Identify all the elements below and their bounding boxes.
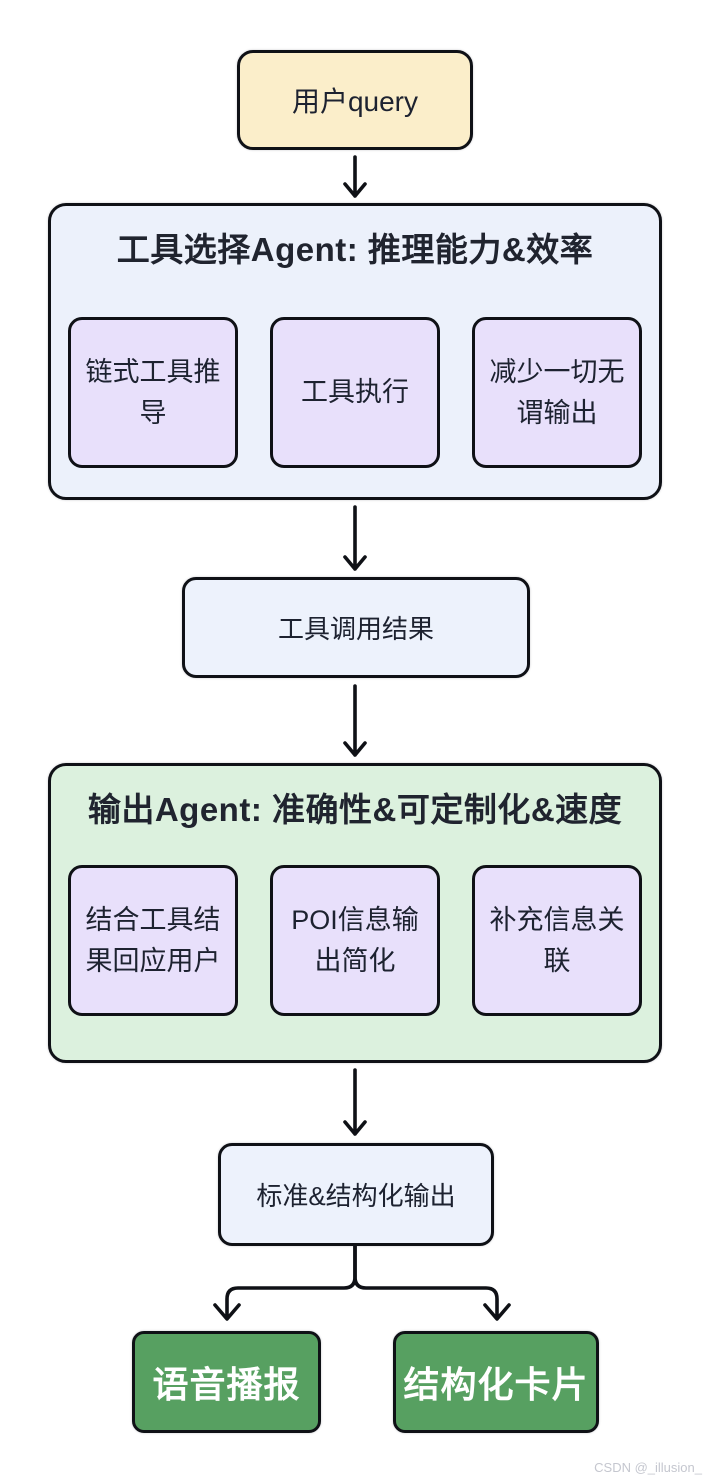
arrow-tool-agent-to-result	[343, 505, 367, 571]
voice-broadcast-label: 语音播报	[152, 1364, 301, 1405]
arrow-query-to-tool-agent	[343, 155, 367, 198]
output-agent-items-row: 结合工具结果回应用户 POI信息输出简化 补充信息关联	[51, 865, 659, 1016]
tool-agent-item-label: 减少一切无谓输出	[489, 357, 625, 428]
user-query-node: 用户query	[237, 50, 473, 150]
output-agent-item-label: 补充信息关联	[489, 905, 625, 976]
output-agent-item-label: POI信息输出简化	[291, 905, 419, 976]
csdn-watermark: CSDN @_illusion_	[594, 1460, 702, 1475]
user-query-label: 用户query	[291, 86, 419, 117]
tool-agent-item-tool-execution: 工具执行	[270, 317, 440, 468]
tool-agent-item-label: 工具执行	[301, 377, 409, 408]
tool-agent-items-row: 链式工具推导 工具执行 减少一切无谓输出	[51, 317, 659, 468]
voice-broadcast-node: 语音播报	[132, 1331, 321, 1433]
tool-agent-item-label: 链式工具推导	[85, 357, 221, 428]
tool-agent-container: 工具选择Agent: 推理能力&效率 链式工具推导 工具执行 减少一切无谓输出	[48, 203, 662, 500]
output-agent-item-poi-simplify: POI信息输出简化	[270, 865, 440, 1016]
output-agent-item-combine-results: 结合工具结果回应用户	[68, 865, 238, 1016]
arrow-result-to-output-agent	[343, 684, 367, 757]
arrow-output-agent-to-structured	[343, 1068, 367, 1136]
output-agent-container: 输出Agent: 准确性&可定制化&速度 结合工具结果回应用户 POI信息输出简…	[48, 763, 662, 1063]
tool-agent-item-chain-reasoning: 链式工具推导	[68, 317, 238, 468]
tool-agent-item-reduce-output: 减少一切无谓输出	[472, 317, 642, 468]
arrow-branch-to-card	[353, 1244, 511, 1321]
structured-card-label: 结构化卡片	[403, 1364, 589, 1405]
arrow-branch-to-voice	[213, 1244, 357, 1321]
output-agent-item-label: 结合工具结果回应用户	[85, 905, 221, 976]
tool-result-node: 工具调用结果	[182, 577, 530, 678]
tool-agent-title: 工具选择Agent: 推理能力&效率	[116, 231, 594, 268]
output-agent-item-supplement-link: 补充信息关联	[472, 865, 642, 1016]
structured-output-node: 标准&结构化输出	[218, 1143, 494, 1246]
tool-result-label: 工具调用结果	[277, 614, 434, 644]
structured-output-label: 标准&结构化输出	[256, 1181, 456, 1211]
output-agent-title: 输出Agent: 准确性&可定制化&速度	[87, 791, 623, 828]
structured-card-node: 结构化卡片	[393, 1331, 599, 1433]
